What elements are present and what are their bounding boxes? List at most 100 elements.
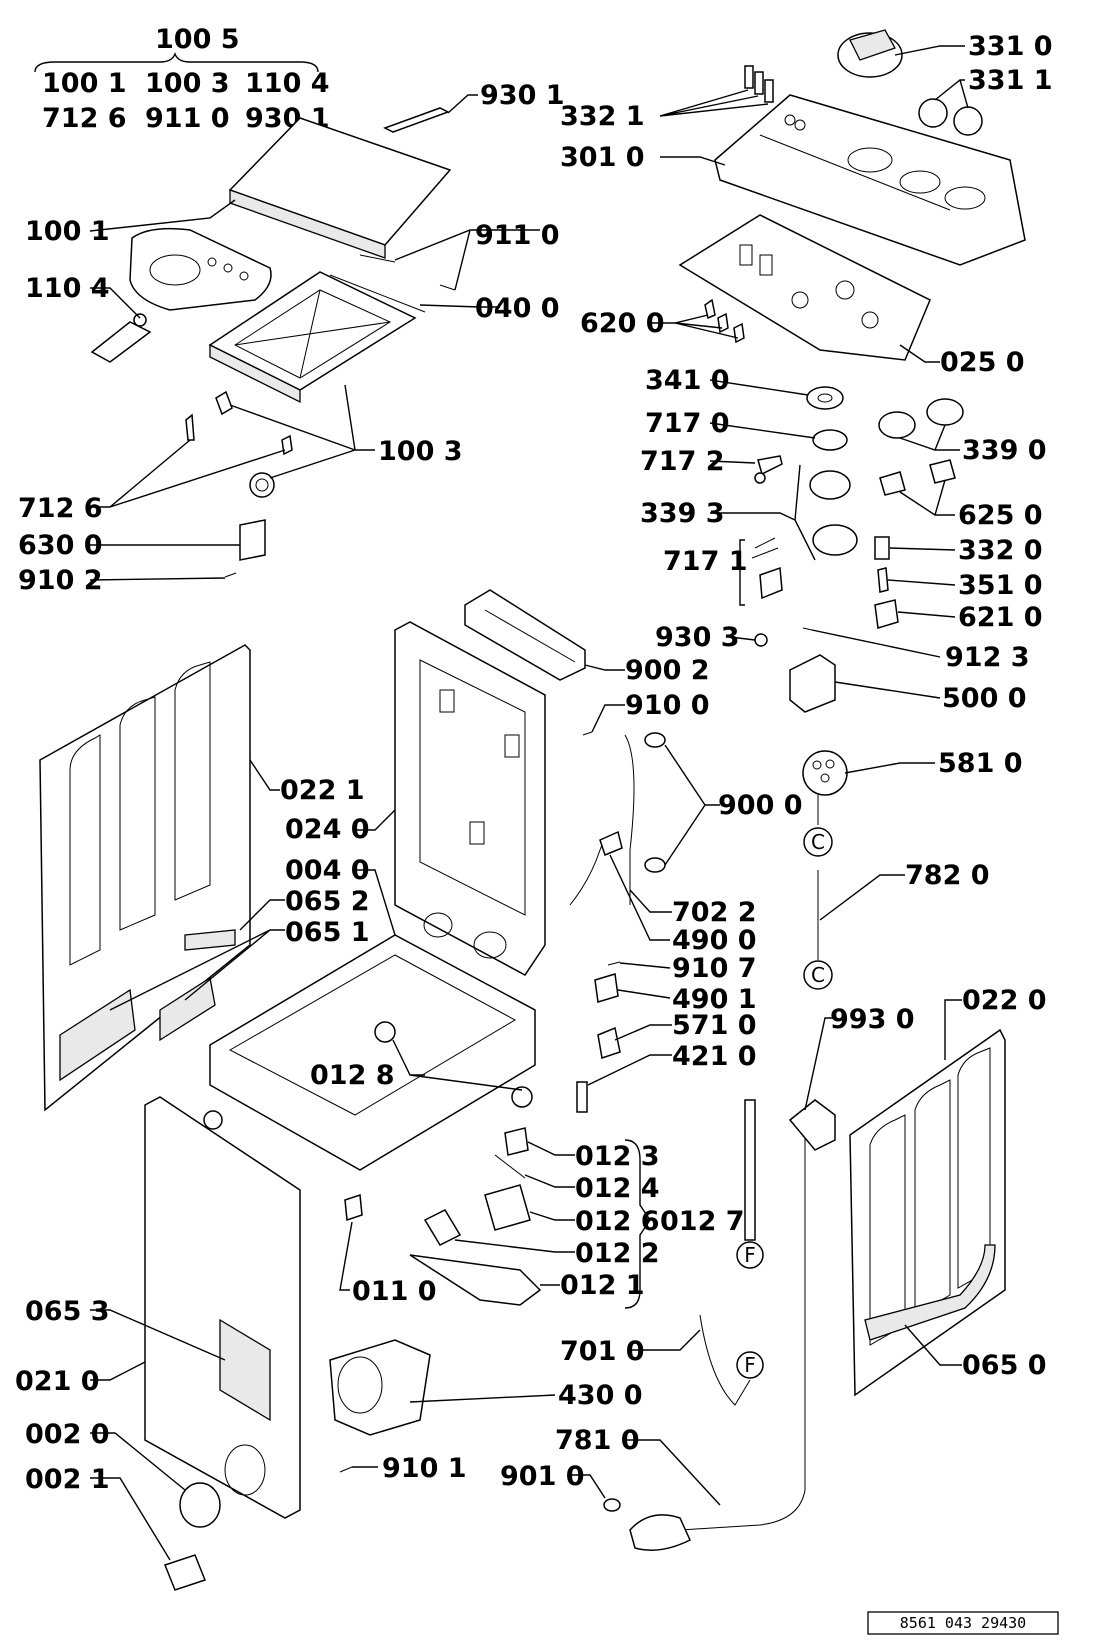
leader-712-6b: [109, 449, 286, 508]
part-717-1b: [759, 566, 783, 600]
part-717-2: [757, 455, 783, 476]
leader-900-2: [584, 664, 625, 671]
label-065-0: 065 0: [962, 1350, 1047, 1381]
side-panel-022-1: [39, 644, 251, 1112]
leader-901-0: [570, 1474, 606, 1499]
label-571-0: 571 0: [672, 1010, 757, 1041]
leader-065-1: [109, 929, 285, 1011]
front-panel-021-0: [144, 1096, 301, 1519]
label-500-0: 500 0: [942, 683, 1027, 714]
label-901-0: 901 0: [500, 1461, 585, 1492]
sensor-421-0: [576, 1081, 588, 1113]
part-621-0: [874, 599, 899, 629]
leader-339-0: [899, 424, 960, 451]
frame-cross-1: [234, 321, 391, 346]
base-004-0-inner: [228, 954, 517, 1116]
clip-900-0-b: [644, 857, 666, 873]
label-910-0: 910 0: [625, 690, 710, 721]
label-701-0: 701 0: [560, 1336, 645, 1367]
panel-022-0-rib-2: [914, 1079, 951, 1316]
label-040-0: 040 0: [475, 293, 560, 324]
label-065-3: 065 3: [25, 1296, 110, 1327]
pcb-comp-4: [835, 280, 855, 300]
foot-012-8-a: [374, 1021, 396, 1043]
panel-022-1-rib-2: [119, 696, 156, 931]
leader-110-4: [90, 287, 141, 319]
spring-inner: [255, 478, 269, 492]
side-panel-022-0: [849, 1028, 1006, 1397]
leader-004-0: [355, 869, 396, 936]
front-panel-hole: [224, 1444, 266, 1496]
leader-717-2: [709, 460, 756, 464]
part-012-4: [494, 1154, 526, 1179]
label-993-0: 993 0: [830, 1004, 915, 1035]
leader-621-0: [897, 611, 956, 618]
hinge-part-1: [215, 390, 233, 416]
screw-912-3: [802, 627, 813, 631]
psw-hole-1: [812, 760, 822, 770]
spring-part: [249, 472, 275, 498]
rod-040: [329, 274, 426, 313]
label-331-1: 331 1: [968, 65, 1053, 96]
label-012-3: 012 3: [575, 1141, 660, 1172]
leader-012-3: [527, 1141, 575, 1156]
leader-910-7: [619, 962, 671, 969]
leader-911-0b: [454, 229, 471, 291]
label-100-3-kit: 100 3: [145, 68, 230, 99]
frame-cross-2: [299, 289, 321, 379]
label-621-0: 621 0: [958, 602, 1043, 633]
part-332-0: [874, 536, 890, 560]
label-782-0: 782 0: [905, 860, 990, 891]
label-024-0: 024 0: [285, 814, 370, 845]
drawing-number-box: [867, 1611, 1059, 1635]
leader-022-1: [249, 759, 280, 791]
pin-911-b: [439, 284, 456, 291]
bracket-012-7: [624, 1139, 651, 1309]
panel-022-1-rib-1: [69, 734, 101, 966]
label-912-3: 912 3: [945, 642, 1030, 673]
leader-351-0: [887, 579, 956, 586]
leader-571-0: [614, 1024, 672, 1041]
foot-011-0: [344, 1193, 363, 1222]
bracket-712-b: [281, 434, 293, 456]
pcb-025-0: [678, 214, 931, 361]
block-630: [239, 519, 266, 561]
leader-022-0: [944, 999, 962, 1060]
back-panel-hole-2: [473, 931, 507, 959]
label-702-2: 702 2: [672, 897, 757, 928]
connector-c-bottom: [803, 960, 833, 990]
leader-620-0: [650, 314, 739, 339]
label-910-7: 910 7: [672, 953, 757, 984]
label-331-0: 331 0: [968, 31, 1053, 62]
label-625-0: 625 0: [958, 500, 1043, 531]
part-625-0a: [879, 471, 906, 496]
drawing-number: 8561 043 29430: [900, 1614, 1026, 1632]
lightpipe-c: [764, 79, 774, 103]
part-351-0: [877, 567, 889, 593]
connector-f-top: [736, 1241, 764, 1269]
lightpipe-b: [754, 71, 764, 95]
label-002-0: 002 0: [25, 1419, 110, 1450]
label-351-0: 351 0: [958, 570, 1043, 601]
leader-910-2: [89, 577, 226, 581]
pcb-comp-3: [791, 291, 809, 309]
label-421-0: 421 0: [672, 1041, 757, 1072]
label-100-3: 100 3: [378, 436, 463, 467]
pcb-comp-1: [739, 244, 753, 266]
leader-421-0: [587, 1054, 672, 1086]
leader-025-0: [899, 344, 940, 363]
console-hole-1: [847, 147, 893, 173]
top-frame-edge: [209, 343, 301, 404]
label-490-0: 490 0: [672, 925, 757, 956]
console-crease: [759, 134, 951, 211]
label-025-0: 025 0: [940, 347, 1025, 378]
clip-620-b: [717, 312, 729, 334]
leader-002-0: [90, 1432, 186, 1491]
leader-012-6: [529, 1211, 575, 1221]
leader-065-3: [90, 1309, 226, 1361]
bracket-002-1: [164, 1554, 206, 1591]
pad-065-1-b: [159, 976, 216, 1042]
console-hole-3: [944, 186, 986, 210]
screw-910-2: [224, 572, 237, 578]
lid-edge: [229, 189, 386, 259]
